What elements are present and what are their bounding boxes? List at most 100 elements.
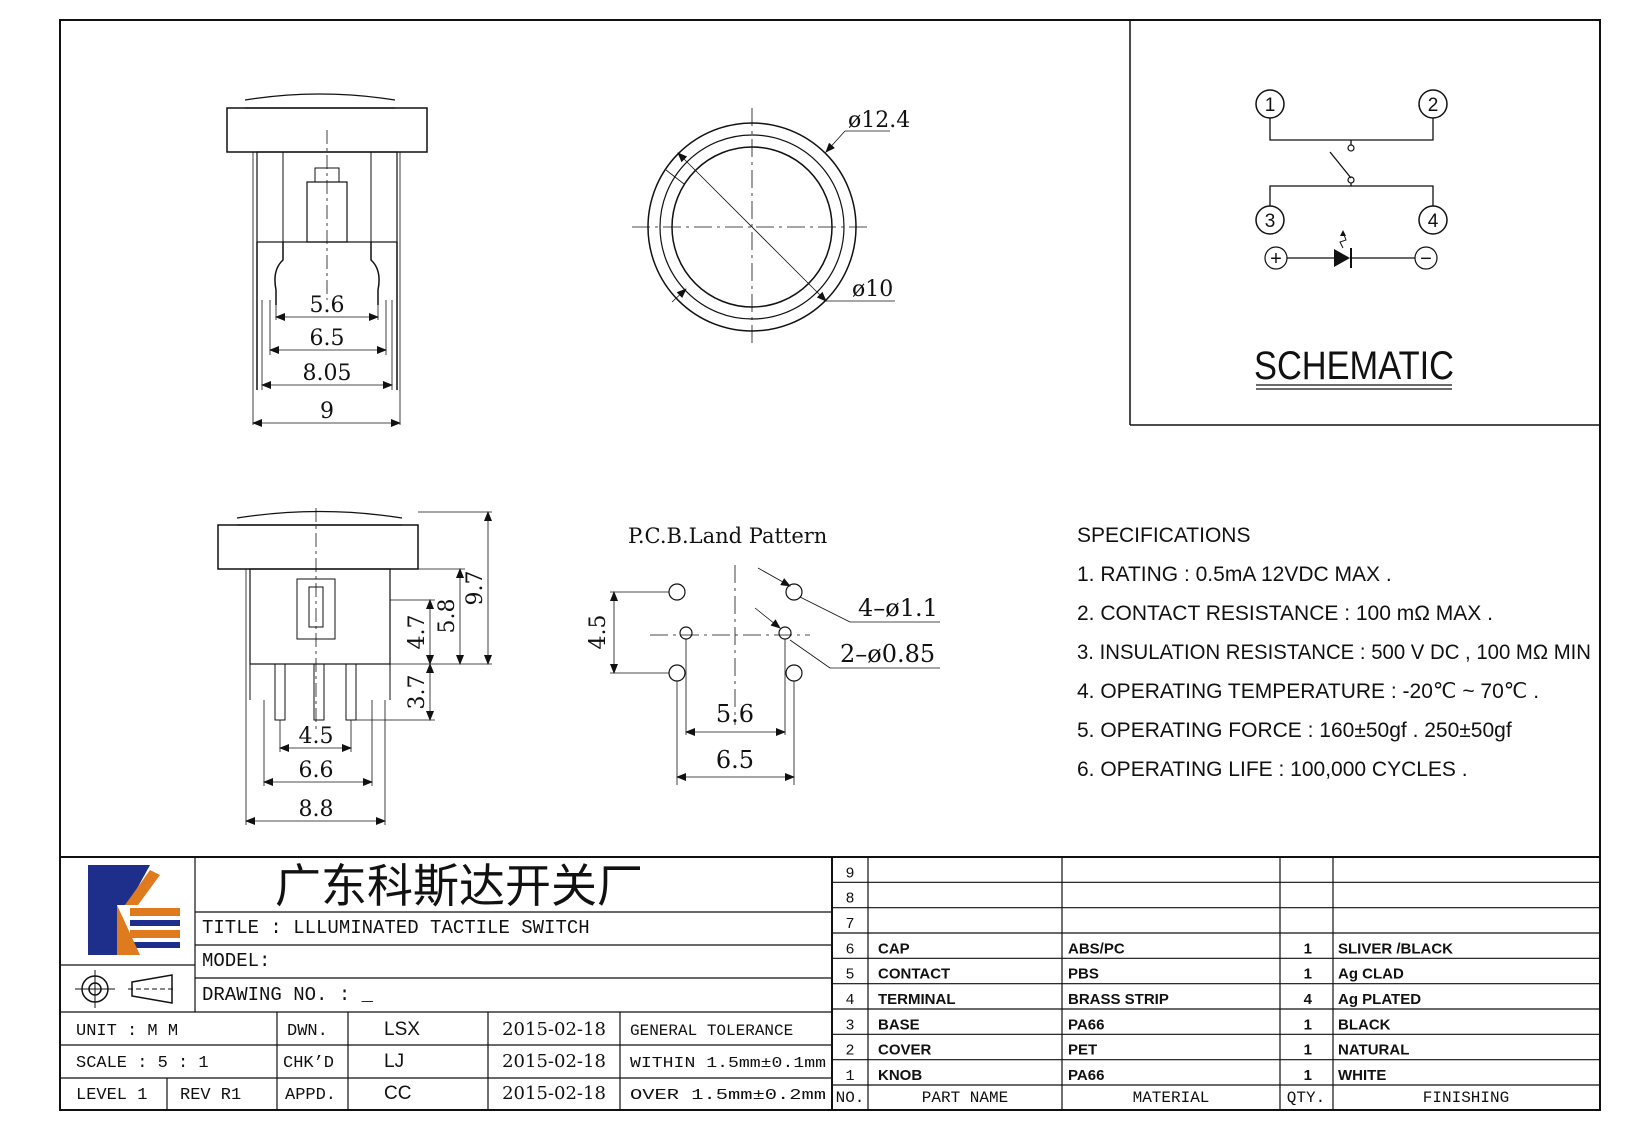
bom-cell-material: PA66 [1068, 1067, 1104, 1084]
spec-item-5: 5. OPERATING FORCE : 160±50gf . 250±50gf [1077, 719, 1512, 742]
pcb-dim-5: 6.5 [716, 746, 754, 774]
spec-item-3: 3. INSULATION RESISTANCE : 500 V DC , 10… [1077, 641, 1591, 664]
top-dim-inner: ø10 [852, 277, 893, 302]
drawn-name: LSX [384, 1019, 420, 1040]
checked-name: LJ [384, 1051, 404, 1072]
bom-header-qty: QTY. [1287, 1089, 1325, 1107]
projection-symbol-icon [75, 970, 176, 1008]
side-dim-4: 3.7 [405, 675, 430, 710]
bom-cell-finish: WHITE [1338, 1067, 1386, 1084]
side-dim-5: 4.5 [299, 724, 334, 749]
approved-label: APPD. [285, 1086, 336, 1105]
checked-label: CHK’D [283, 1054, 334, 1073]
side-view: 4.7 5.8 9.7 3.7 4.5 6.6 8.8 [217, 508, 492, 825]
tolerance-within: WITHIN 1.5mm±0.1mm [630, 1055, 826, 1072]
spec-item-4: 4. OPERATING TEMPERATURE : -20℃ ~ 70℃ . [1077, 680, 1539, 703]
pin-3-label: 3 [1265, 211, 1276, 232]
approved-name: CC [384, 1083, 411, 1104]
approved-date: 2015-02-18 [502, 1083, 606, 1104]
bom-cell-finish: Ag PLATED [1338, 991, 1421, 1008]
specifications: SPECIFICATIONS 1. RATING : 0.5mA 12VDC M… [1077, 524, 1591, 781]
bom-row: 8 [845, 891, 854, 908]
bom-row: 2 COVER PET 1 NATURAL [845, 1042, 1409, 1060]
front-dim-1: 5.6 [310, 293, 345, 318]
side-dim-6: 6.6 [299, 758, 334, 783]
front-dim-3: 8.05 [303, 361, 352, 386]
model-field: MODEL: [202, 950, 270, 972]
sheet-border [59, 19, 1601, 1111]
company-name: 广东科斯达开关厂 [275, 859, 643, 913]
drawing-title: TITLE : LLLUMINATED TACTILE SWITCH [202, 917, 590, 939]
bom-header-part: PART NAME [922, 1089, 1008, 1107]
bom-cell-no: 6 [845, 941, 854, 958]
bom-header-finishing: FINISHING [1423, 1089, 1509, 1107]
bom-cell-finish: BLACK [1338, 1016, 1391, 1033]
bom-row: 1 KNOB PA66 1 WHITE [845, 1067, 1386, 1085]
bom-cell-material: BRASS STRIP [1068, 991, 1169, 1008]
spec-item-6: 6. OPERATING LIFE : 100,000 CYCLES . [1077, 758, 1468, 781]
spec-item-1: 1. RATING : 0.5mA 12VDC MAX . [1077, 563, 1392, 586]
pcb-dim-2: 4–ø1.1 [858, 594, 938, 622]
side-dim-1: 4.7 [405, 615, 430, 650]
bom-cell-no: 3 [845, 1017, 854, 1034]
bom-cell-material: PA66 [1068, 1016, 1104, 1033]
bom-cell-part: BASE [878, 1016, 920, 1033]
pin-1-label: 1 [1265, 95, 1276, 116]
pin-4-label: 4 [1428, 211, 1439, 232]
bom-cell-no: 4 [845, 992, 854, 1009]
bom-cell-no: 5 [845, 967, 854, 984]
bom-cell-part: TERMINAL [878, 991, 956, 1008]
led-icon [1334, 249, 1350, 267]
bom-cell-no: 8 [845, 891, 854, 908]
side-dim-2: 5.8 [435, 599, 460, 634]
front-dim-4: 9 [320, 399, 334, 424]
bom-header-no: NO. [836, 1089, 865, 1107]
bom-cell-qty: 4 [1304, 991, 1313, 1008]
bom-cell-qty: 1 [1304, 940, 1312, 957]
revision-label: REV R1 [180, 1086, 241, 1105]
bom-cell-qty: 1 [1304, 1067, 1312, 1084]
top-dim-outer: ø12.4 [848, 108, 910, 133]
pcb-dim-4: 5.6 [716, 700, 754, 728]
side-dim-3: 9.7 [463, 571, 488, 606]
minus-terminal: − [1420, 248, 1432, 270]
bom-cell-material: ABS/PC [1068, 940, 1125, 957]
spec-item-2: 2. CONTACT RESISTANCE : 100 mΩ MAX . [1077, 602, 1493, 625]
bom-cell-part: CONTACT [878, 966, 950, 983]
bom-cell-part: KNOB [878, 1067, 922, 1084]
front-dim-2: 6.5 [310, 326, 345, 351]
bom-cell-qty: 1 [1304, 966, 1312, 983]
pin-2-label: 2 [1428, 95, 1439, 116]
bom-cell-no: 9 [845, 865, 854, 882]
title-block: 广东科斯达开关厂 TITLE : LLLUMINATED TACTILE SWI… [60, 856, 1600, 1110]
drawing-number: DRAWING NO. : _ [202, 984, 374, 1006]
scale-label: SCALE : 5 : 1 [76, 1054, 209, 1073]
pcb-dim-3: 2–ø0.85 [840, 640, 935, 668]
checked-date: 2015-02-18 [502, 1051, 606, 1072]
bom-cell-material: PBS [1068, 966, 1099, 983]
bom-header-material: MATERIAL [1133, 1089, 1210, 1107]
bom-cell-part: COVER [878, 1042, 932, 1059]
schematic-label: SCHEMATIC [1254, 344, 1454, 388]
company-logo-icon [88, 865, 180, 955]
top-view: ø12.4 ø10 [632, 108, 910, 345]
front-view: 5.6 6.5 8.05 9 [226, 93, 428, 427]
bom-cell-finish: Ag CLAD [1338, 966, 1404, 983]
bom-cell-finish: NATURAL [1338, 1042, 1409, 1059]
bom-row: 9 [845, 865, 854, 882]
drawn-date: 2015-02-18 [502, 1019, 606, 1040]
plus-terminal: + [1270, 248, 1282, 270]
bom-cell-no: 2 [845, 1043, 854, 1060]
bom-row: 5 CONTACT PBS 1 Ag CLAD [845, 966, 1403, 984]
general-tolerance: GENERAL TOLERANCE [630, 1022, 793, 1040]
bom-cell-no: 1 [845, 1068, 854, 1085]
unit-label: UNIT : M M [76, 1022, 178, 1041]
bom-cell-material: PET [1068, 1042, 1097, 1059]
spec-heading: SPECIFICATIONS [1077, 524, 1250, 547]
pcb-dim-1: 4.5 [586, 615, 611, 650]
bom-cell-qty: 1 [1304, 1042, 1312, 1059]
